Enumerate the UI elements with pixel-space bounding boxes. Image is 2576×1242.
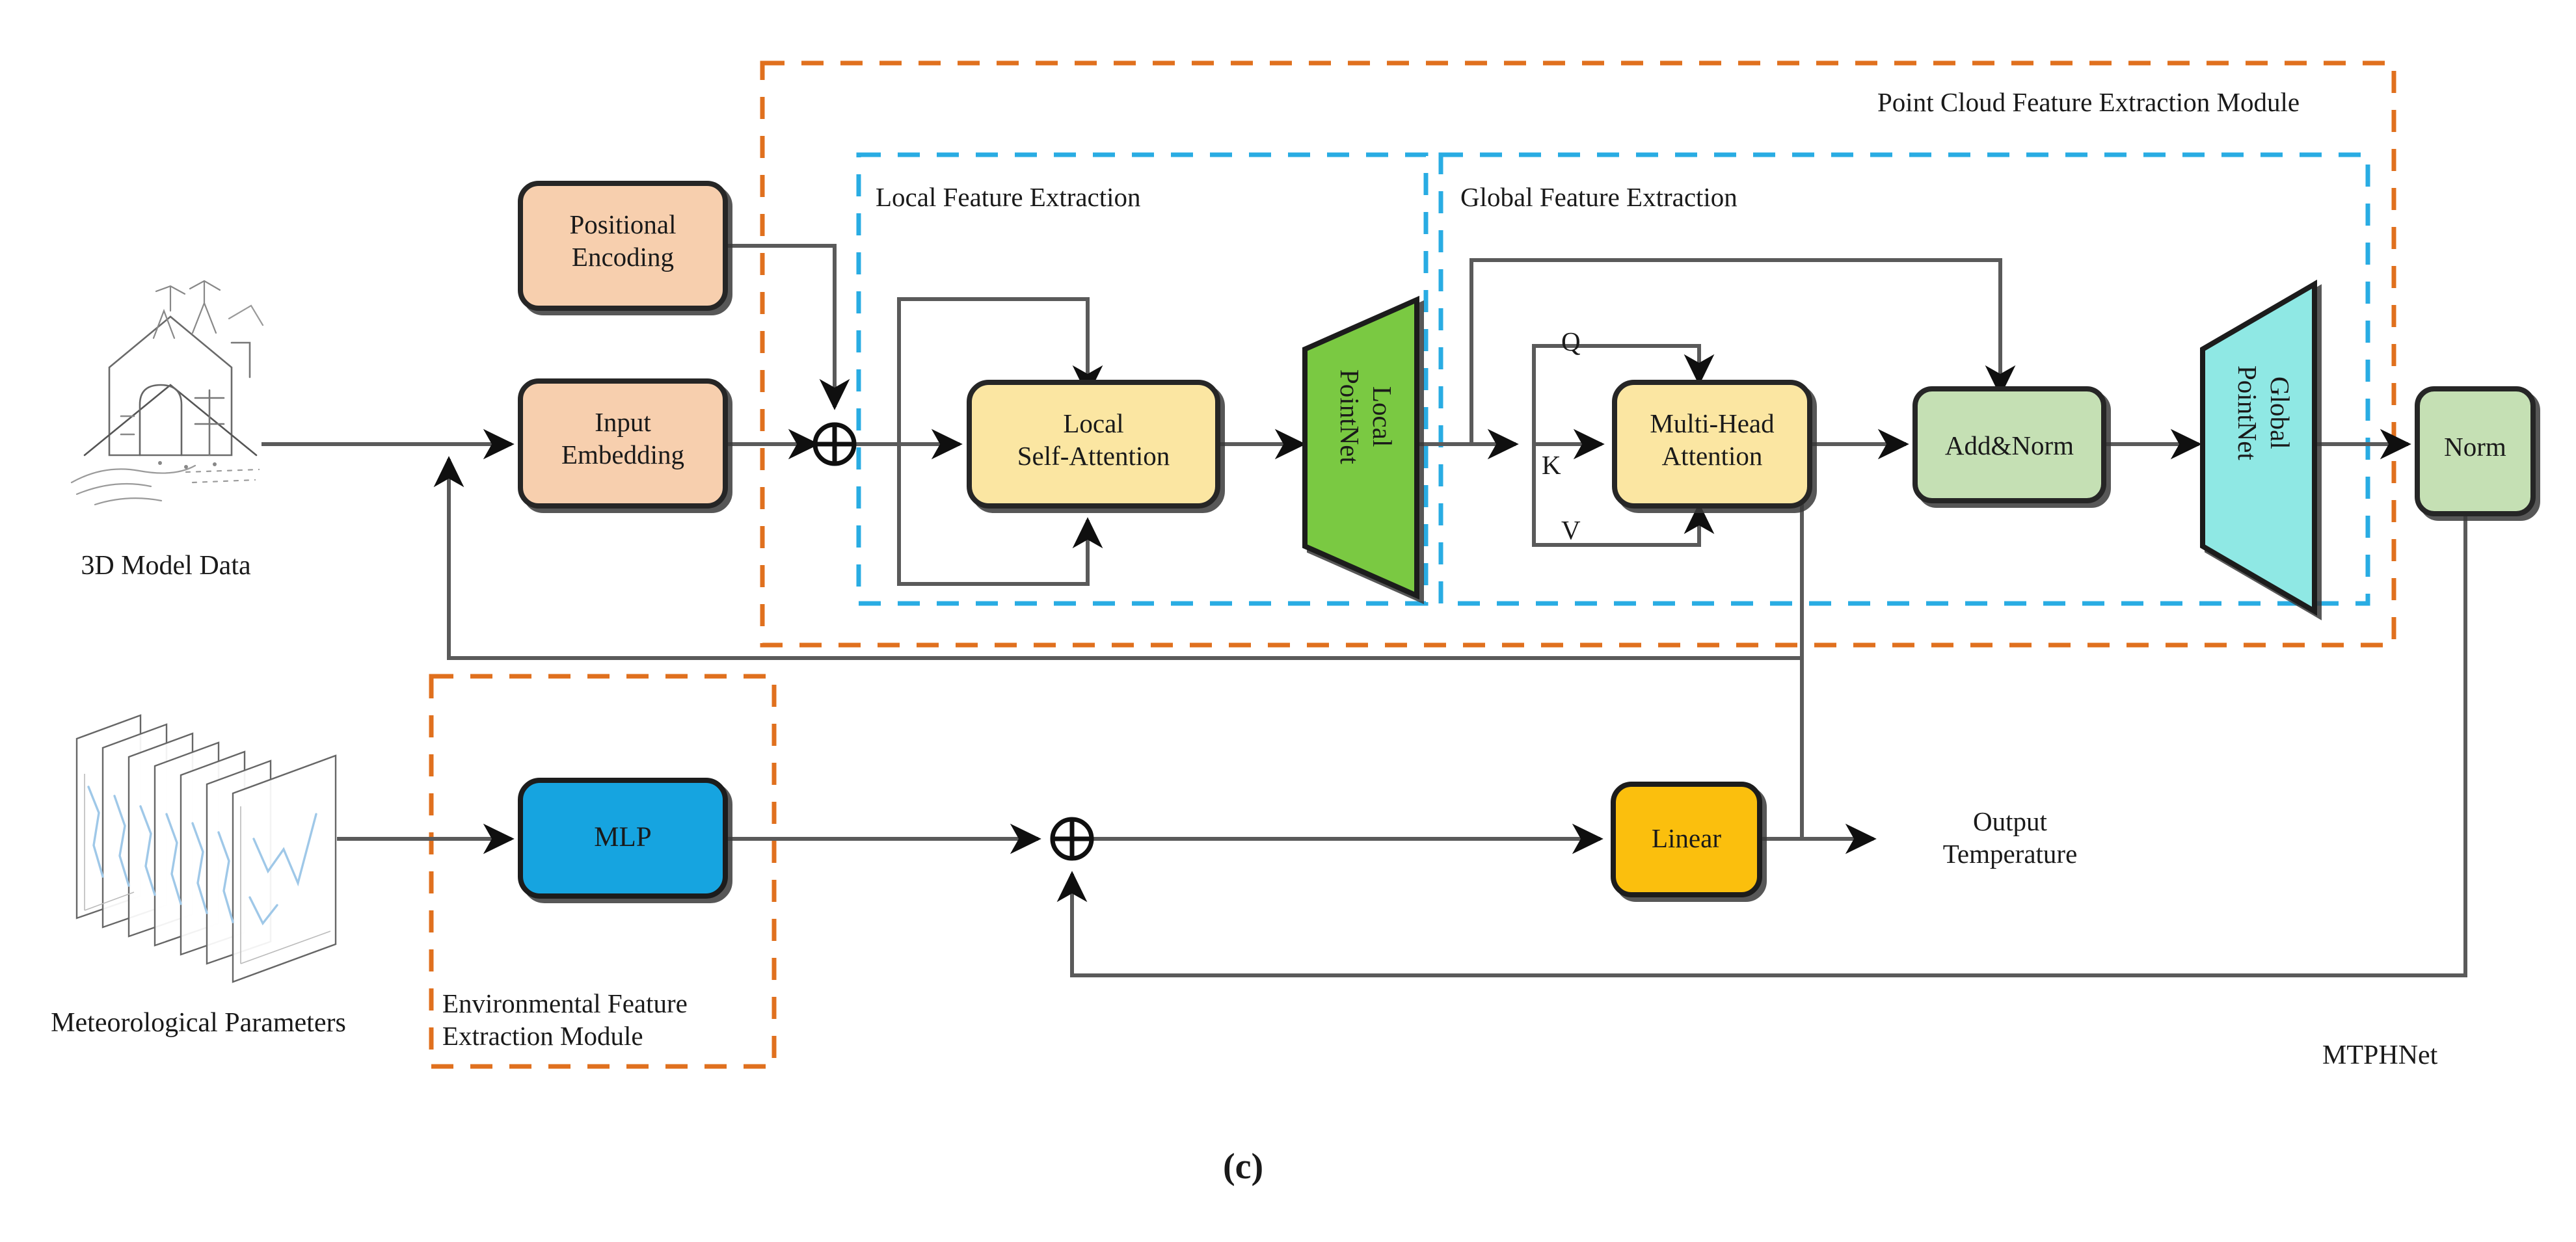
block-mlp[interactable] <box>518 778 728 899</box>
block-label-global-pointnet: Global PointNet <box>2232 365 2295 460</box>
line-global-skip-to-addnorm <box>1469 258 2016 444</box>
block-label-local-self-attention: Local Self-Attention <box>1017 408 1170 471</box>
input-label-meteorological-parameters: Meteorological Parameters <box>51 1008 346 1038</box>
block-label-input-embedding: Input Embedding <box>561 407 685 470</box>
line-q-branch <box>1532 344 1715 444</box>
local-feature-group-boundary <box>856 152 1429 606</box>
block-label-multi-head-attention: Multi-Head Attention <box>1650 408 1775 471</box>
block-local-self-attention[interactable] <box>967 380 1220 509</box>
input-label-3d-model-data: 3D Model Data <box>81 551 251 581</box>
processing-blocks <box>518 181 2536 899</box>
group-label-global-feature: Global Feature Extraction <box>1460 182 1737 212</box>
block-label-norm: Norm <box>2444 432 2506 462</box>
line-v-branch <box>1532 444 1715 547</box>
block-linear[interactable] <box>1611 782 1762 897</box>
point-cloud-module-boundary <box>760 60 2396 648</box>
block-global-pointnet[interactable] <box>2200 280 2317 616</box>
block-label-mlp: MLP <box>594 822 652 852</box>
block-label-add-norm: Add&Norm <box>1944 430 2074 460</box>
module-label-point-cloud: Point Cloud Feature Extraction Module <box>1877 87 2300 117</box>
line-positional-encoding-to-sum <box>725 244 850 410</box>
group-label-local-feature: Local Feature Extraction <box>876 182 1141 212</box>
module-label-environmental: Environmental Feature Extraction Module <box>442 988 688 1051</box>
attention-port-label-k: K <box>1542 450 1561 480</box>
line-norm-feedback-to-sum-bottom <box>1056 514 2467 977</box>
global-feature-group-boundary <box>1438 152 2370 606</box>
line-local-attention-residual <box>897 297 1103 444</box>
connector-lines <box>262 244 2467 977</box>
block-label-positional-encoding: Positional Encoding <box>569 209 677 272</box>
block-local-pointnet[interactable] <box>1302 295 1419 600</box>
block-add-norm[interactable] <box>1912 386 2106 503</box>
operator-sum-bottom[interactable] <box>1050 817 1094 861</box>
block-norm[interactable] <box>2415 386 2536 516</box>
input-icon-3d-model <box>70 280 264 506</box>
sum-operators <box>812 422 1094 861</box>
line-local-attention-residual-lower <box>897 444 1103 586</box>
block-label-local-pointnet: Local PointNet <box>1334 369 1397 464</box>
block-multi-head-attention[interactable] <box>1612 380 1812 509</box>
network-name-label: MTPHNet <box>2322 1040 2438 1070</box>
operator-sum-top[interactable] <box>812 422 857 466</box>
attention-port-label-v: V <box>1561 515 1581 545</box>
module-boundaries <box>429 60 2396 1069</box>
block-positional-encoding[interactable] <box>518 181 728 311</box>
line-feedback-to-input-embedding <box>433 444 1804 660</box>
block-input-embedding[interactable] <box>518 378 728 509</box>
block-label-linear: Linear <box>1652 823 1721 853</box>
output-label-output-temperature: Output Temperature <box>1942 806 2078 869</box>
figure-caption: (c) <box>1223 1146 1264 1187</box>
input-icon-meteorological <box>75 714 337 983</box>
environmental-module-boundary <box>429 674 777 1069</box>
attention-port-label-q: Q <box>1561 326 1581 356</box>
